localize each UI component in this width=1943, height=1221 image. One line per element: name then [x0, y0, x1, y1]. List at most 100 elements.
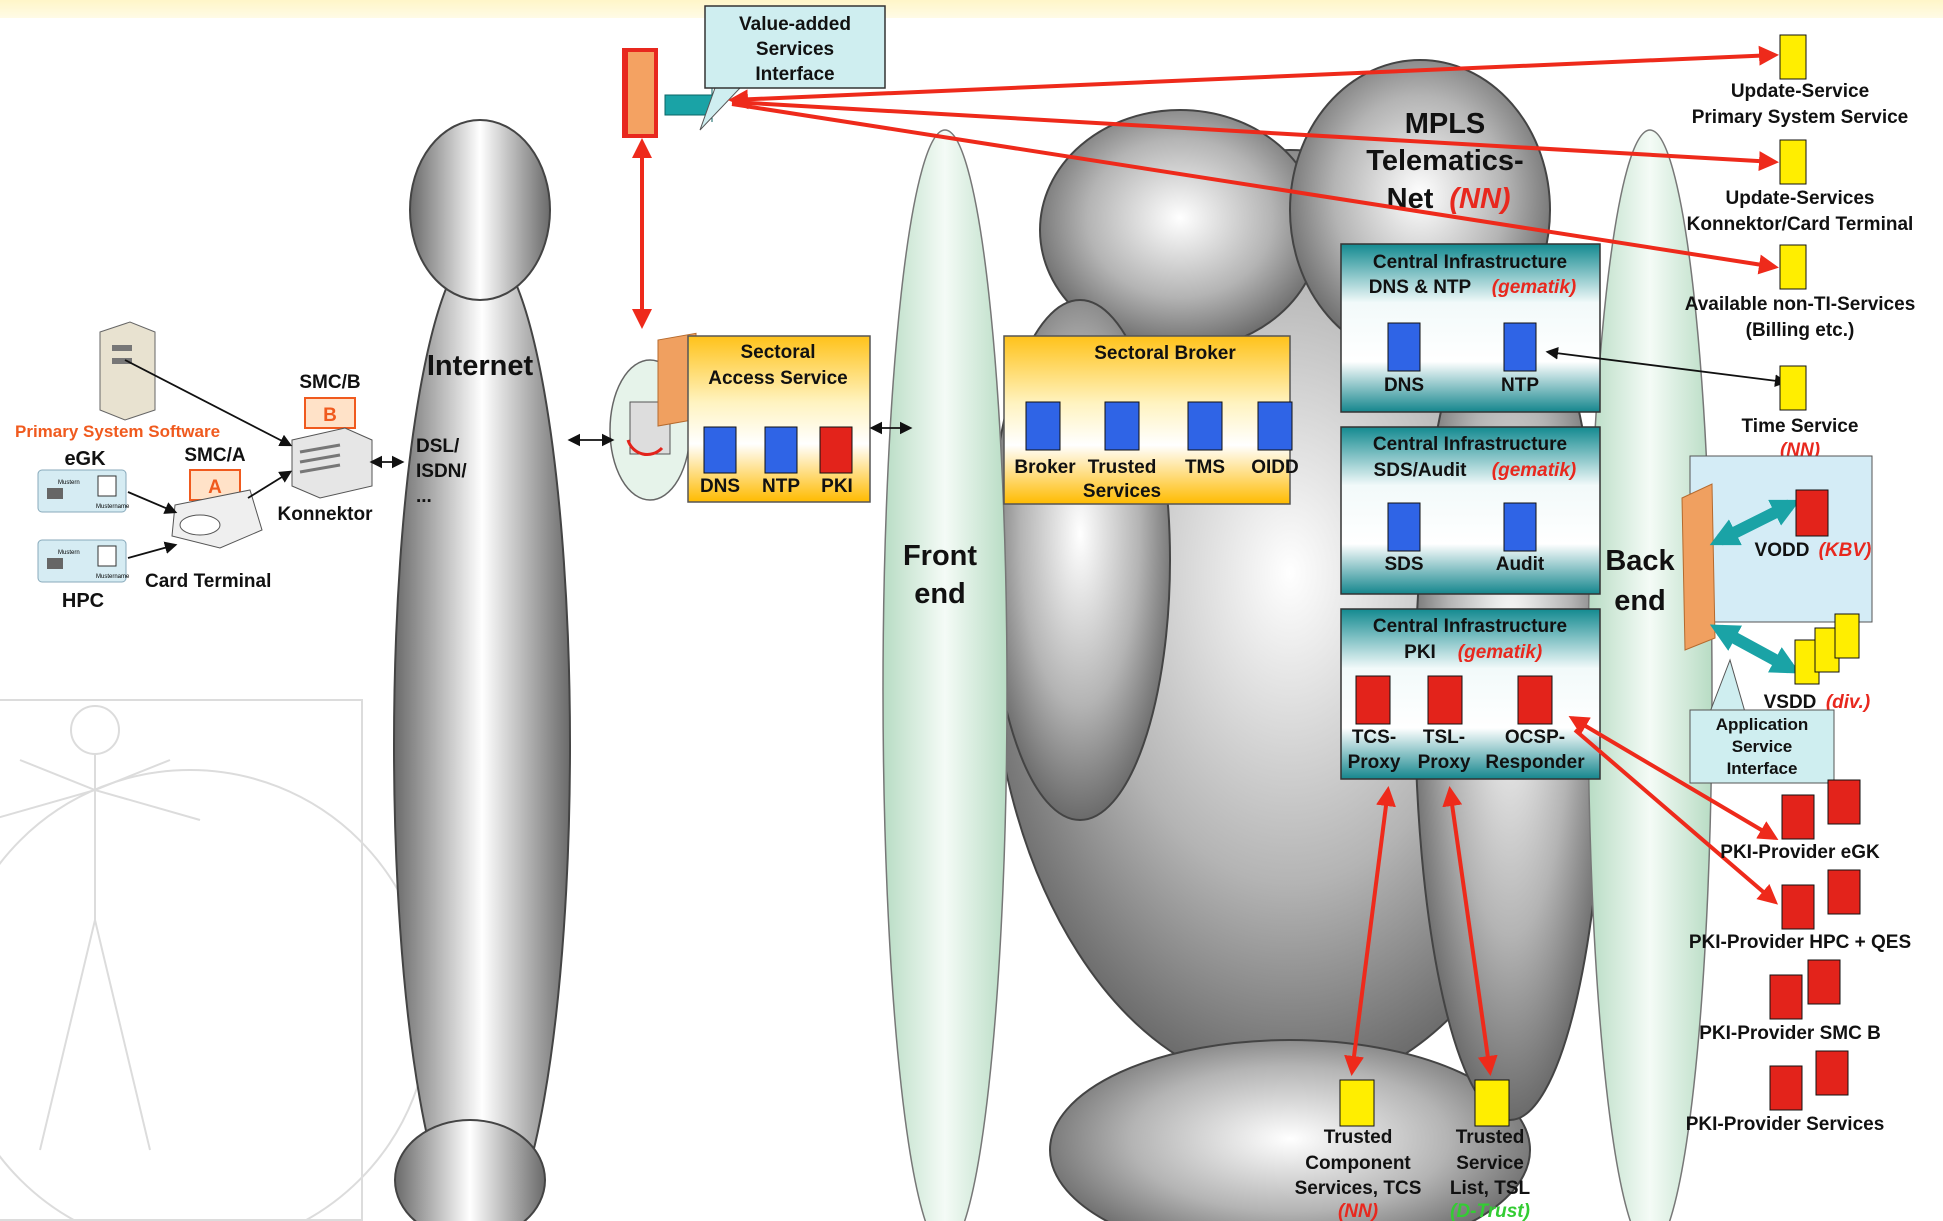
server-icon — [1795, 489, 1829, 537]
ci-pki-line2: PKI — [1404, 642, 1436, 663]
card-name-1: Mustern — [58, 480, 80, 486]
broker-title: Sectoral Broker — [1094, 343, 1236, 364]
tcs-1: Trusted — [1324, 1127, 1393, 1148]
mpls-line2: Telematics- — [1366, 145, 1523, 177]
server-icon — [1387, 322, 1421, 372]
ci-sds-org: (gematik) — [1492, 460, 1576, 481]
ci-dns-ntp-box: Central Infrastructure DNS & NTP (gemati… — [1340, 243, 1601, 413]
sas-pki: PKI — [821, 476, 853, 497]
card-name-4: Mustername — [96, 574, 130, 580]
hpc-label: HPC — [62, 590, 104, 612]
smc-b-letter: B — [323, 405, 337, 426]
egk-label: eGK — [64, 448, 106, 470]
smartcard-icon: Mustern Mustername — [37, 469, 130, 513]
internet-title: Internet — [427, 350, 534, 382]
server-icon — [1104, 401, 1140, 451]
card-name-2: Mustername — [96, 504, 130, 510]
oidd-label: OIDD — [1251, 457, 1299, 478]
front-end-line1: Front — [903, 540, 977, 572]
card-terminal-label: Card Terminal — [145, 571, 271, 592]
server-icon — [1427, 675, 1463, 725]
server-icon — [1474, 1079, 1510, 1127]
vsdd-org: (div.) — [1826, 692, 1870, 713]
server-icon — [1781, 884, 1815, 930]
tcs-nn: (NN) — [1338, 1201, 1378, 1221]
smc-b-label: SMC/B — [299, 372, 360, 393]
ci-sds-audit: Audit — [1496, 554, 1545, 575]
ocsp-1: OCSP- — [1505, 727, 1565, 748]
server-icon — [1257, 401, 1293, 451]
pc-tower-icon — [99, 321, 156, 421]
ci-dns-org: (gematik) — [1492, 277, 1576, 298]
ci-sds-audit-box: Central Infrastructure SDS/Audit (gemati… — [1340, 426, 1601, 595]
vsdd-label: VSDD — [1764, 692, 1817, 713]
front-end-line2: end — [914, 578, 966, 610]
ci-dns-line1: Central Infrastructure — [1373, 252, 1567, 273]
asi-line1: Application — [1716, 715, 1809, 734]
ci-sds-sds: SDS — [1384, 554, 1423, 575]
server-icon — [1779, 139, 1807, 185]
broker-label: Broker — [1014, 457, 1076, 478]
konnektor-label: Konnektor — [278, 504, 374, 525]
vodd-org: (KBV) — [1819, 540, 1872, 561]
smartcard-icon: Mustern Mustername — [37, 539, 130, 583]
sectoral-access-service-box: Sectoral Access Service DNS NTP PKI — [687, 335, 871, 503]
nonti-1: Available non-TI-Services — [1685, 294, 1916, 315]
server-icon — [1387, 502, 1421, 552]
server-icon — [1827, 869, 1861, 915]
smc-a-label: SMC/A — [184, 445, 246, 466]
server-icon — [1355, 675, 1391, 725]
server-icon — [1025, 401, 1061, 451]
red-connections — [632, 45, 1779, 1076]
server-icon — [819, 426, 853, 474]
vodd-label: VODD — [1755, 540, 1810, 561]
ci-dns-dns: DNS — [1384, 375, 1424, 396]
server-icon — [1769, 1065, 1803, 1111]
connector-icon — [291, 427, 373, 499]
tcs-3: Services, TCS — [1295, 1178, 1422, 1199]
primary-system-software: Primary System Software — [15, 422, 220, 441]
server-icon — [1339, 1079, 1375, 1127]
update-primary-1: Update-Service — [1731, 81, 1869, 102]
server-icon — [1517, 675, 1553, 725]
server-icon — [1815, 1050, 1849, 1096]
sas-dns: DNS — [700, 476, 740, 497]
ci-pki-org: (gematik) — [1458, 642, 1542, 663]
vitruvian-man-watermark — [0, 699, 431, 1221]
trusted-label-2: Services — [1083, 481, 1161, 502]
update-konn-2: Konnektor/Card Terminal — [1687, 214, 1914, 235]
server-icon — [703, 426, 737, 474]
internet-cloud — [393, 119, 571, 1221]
firewall-icon — [1681, 483, 1716, 651]
server-icon — [1827, 779, 1861, 825]
top-banner — [0, 0, 1943, 18]
mpls-nn: (NN) — [1449, 183, 1510, 215]
update-primary-2: Primary System Service — [1692, 107, 1909, 128]
trusted-services: Trusted Component Services, TCS (NN) Tru… — [1295, 1079, 1531, 1221]
right-services: Update-Service Primary System Service Up… — [1685, 34, 1916, 461]
server-icon — [1779, 365, 1807, 411]
server-icon — [1769, 974, 1803, 1020]
internet-line3: ... — [416, 486, 432, 507]
server-icon — [764, 426, 798, 474]
tcs-2: Component — [1305, 1153, 1411, 1174]
sectoral-broker-box: Sectoral Broker Broker Trusted Services … — [1003, 335, 1299, 505]
sas-line1: Sectoral — [741, 342, 816, 363]
application-services-area: VODD (KBV) VSDD (div.) Application Servi… — [1681, 455, 1873, 784]
pki-egk: PKI-Provider eGK — [1720, 842, 1880, 863]
vas-line1: Value-added — [739, 14, 851, 35]
server-icon — [1503, 502, 1537, 552]
tsl-2: Service — [1456, 1153, 1524, 1174]
tsl-3: List, TSL — [1450, 1178, 1531, 1199]
asi-line3: Interface — [1727, 759, 1798, 778]
server-icon — [1807, 959, 1841, 1005]
tsl-1: Trusted — [1456, 1127, 1525, 1148]
pki-services: PKI-Provider Services — [1686, 1114, 1885, 1135]
card-terminal-icon — [171, 489, 263, 549]
sas-ntp: NTP — [762, 476, 800, 497]
tsl-org: (D-Trust) — [1450, 1201, 1530, 1221]
tcs-proxy-2: Proxy — [1348, 752, 1401, 773]
smc-b-card — [304, 397, 356, 429]
ci-sds-line2: SDS/Audit — [1374, 460, 1468, 481]
